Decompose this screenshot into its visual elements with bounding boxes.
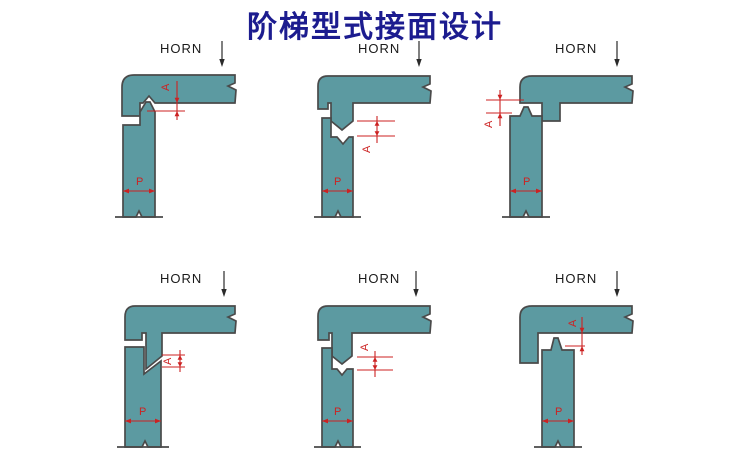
p-label: P xyxy=(555,406,562,418)
horn-label: HORN xyxy=(555,271,597,286)
horn-label: HORN xyxy=(160,41,202,56)
dimension-a: A xyxy=(357,116,395,153)
diagram-angled-cut: HORN A P xyxy=(117,271,237,448)
dimension-a: A xyxy=(147,81,185,120)
horn-label: HORN xyxy=(555,41,597,56)
dimension-p: P xyxy=(510,176,542,194)
a-label: A xyxy=(567,319,579,327)
diagram-v-tongue-2: HORN A P xyxy=(314,271,432,448)
a-label: A xyxy=(359,343,371,351)
anvil-shape xyxy=(321,347,354,448)
anvil-shape xyxy=(321,117,354,218)
p-label: P xyxy=(523,176,530,188)
horn-press-arrowhead xyxy=(416,59,422,67)
horn-press-arrowhead xyxy=(413,289,419,297)
horn-shape xyxy=(519,75,634,122)
horn-label: HORN xyxy=(358,271,400,286)
dimension-p: P xyxy=(125,406,161,424)
diagram-v-tongue: HORN A P xyxy=(314,41,432,218)
diagram-step-left: HORN A P xyxy=(115,41,237,218)
a-label: A xyxy=(361,145,373,153)
p-label: P xyxy=(136,176,143,188)
horn-shape xyxy=(121,74,237,117)
a-label: A xyxy=(162,357,174,365)
horn-label: HORN xyxy=(160,271,202,286)
dimension-a: A xyxy=(565,317,585,355)
anvil-shape xyxy=(509,106,543,218)
horn-shape xyxy=(317,75,432,132)
a-label: A xyxy=(483,120,495,128)
dimension-a: A xyxy=(483,90,524,128)
p-label: P xyxy=(334,406,341,418)
p-label: P xyxy=(334,176,341,188)
anvil-shape xyxy=(541,337,575,448)
horn-label: HORN xyxy=(358,41,400,56)
dimension-p: P xyxy=(542,406,574,424)
dimension-a: A xyxy=(162,350,185,372)
horn-shape xyxy=(519,305,634,364)
page-title: 阶梯型式接面设计 xyxy=(247,11,503,44)
a-label: A xyxy=(160,83,172,91)
p-label: P xyxy=(139,406,146,418)
horn-press-arrowhead xyxy=(614,289,620,297)
anvil-shape xyxy=(122,101,156,218)
dimension-p: P xyxy=(322,176,353,194)
dimension-p: P xyxy=(123,176,155,194)
diagram-step-right: HORN A P xyxy=(483,41,634,218)
horn-press-arrowhead xyxy=(221,289,227,297)
horn-shape xyxy=(124,305,237,371)
horn-press-arrowhead xyxy=(219,59,225,67)
diagram-long-leg: HORN A P xyxy=(519,271,634,448)
horn-shape xyxy=(317,305,432,366)
horn-press-arrowhead xyxy=(614,59,620,67)
dimension-p: P xyxy=(322,406,353,424)
dimension-a: A xyxy=(357,343,393,377)
